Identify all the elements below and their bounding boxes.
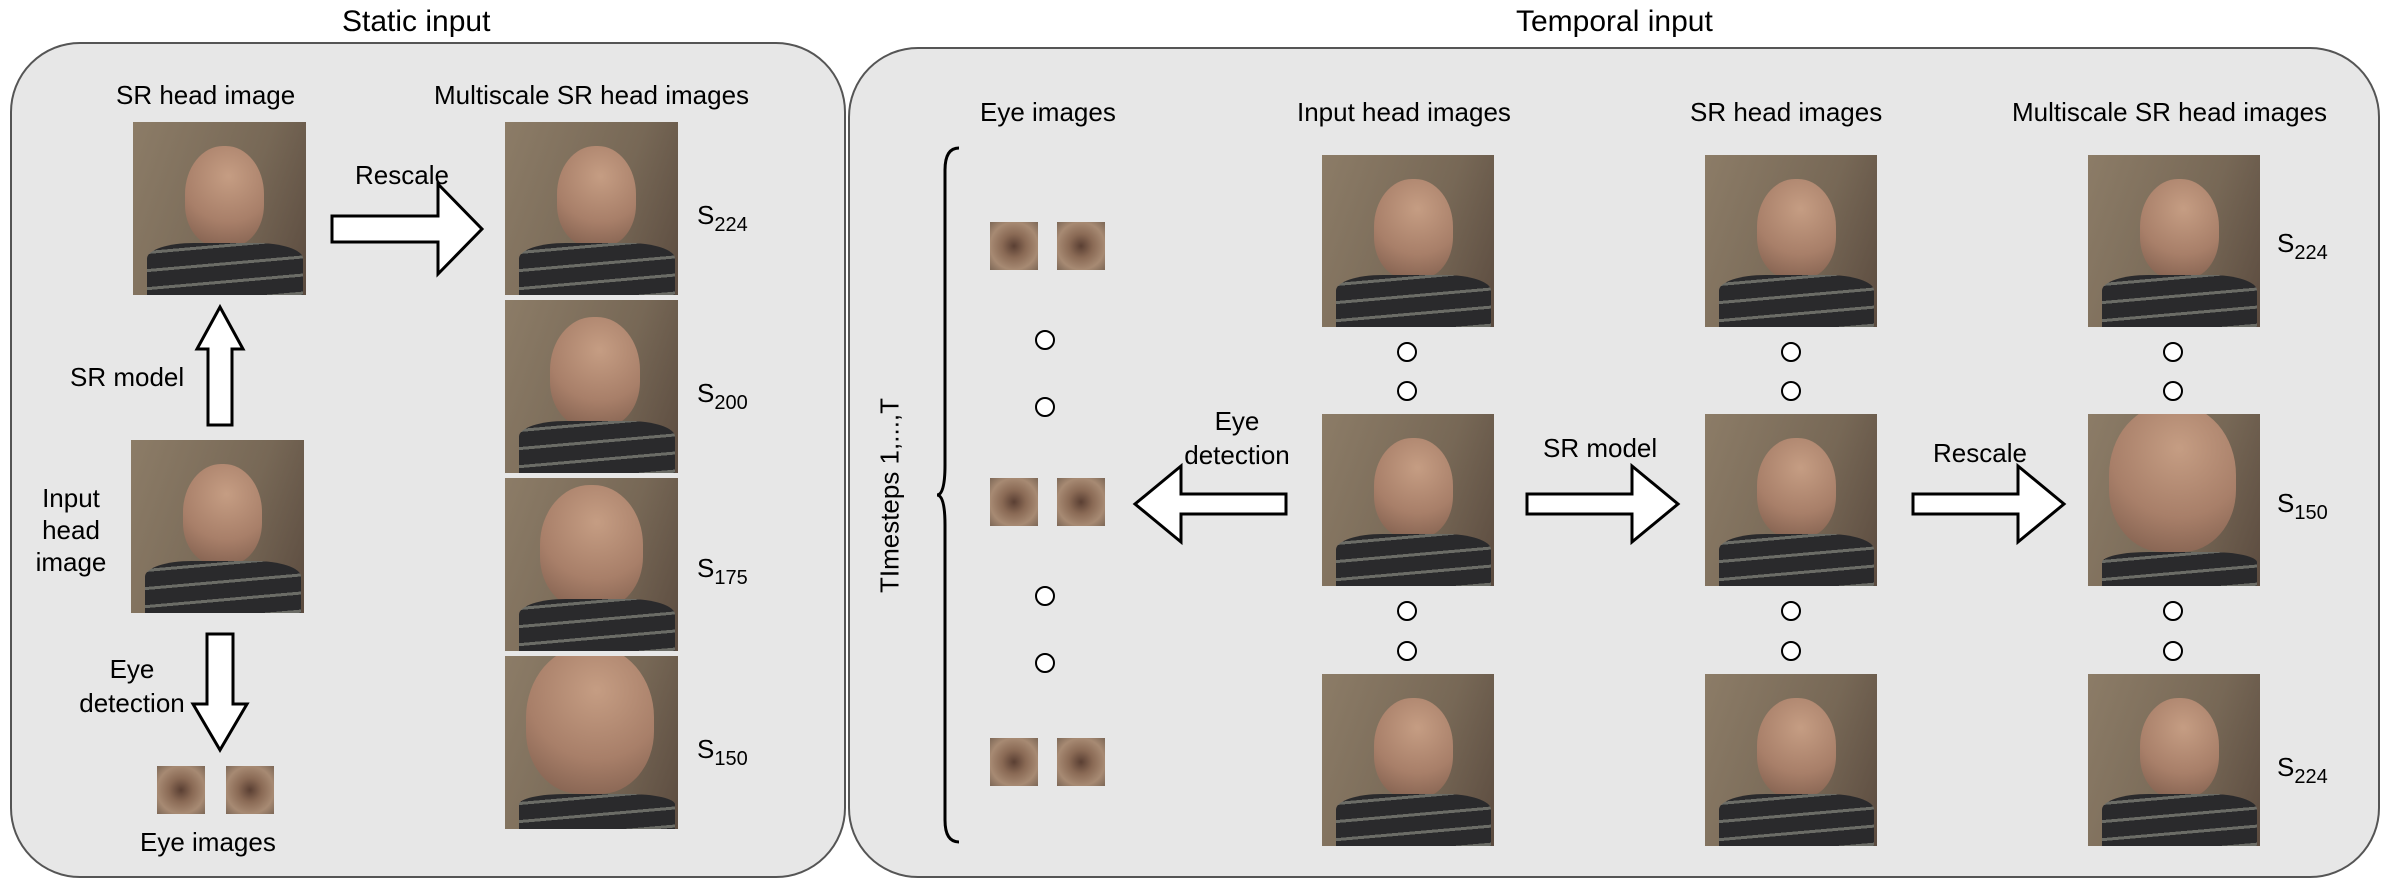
multiscale-sr-head-images-label: Multiscale SR head images (434, 80, 750, 110)
temporal-scale-label-1: S224 (2277, 228, 2328, 264)
temporal-multiscale-image-3 (2088, 674, 2260, 846)
temporal-eye-detection-label: Eye detection (1184, 406, 1290, 470)
temporal-multiscale-image-2 (2088, 414, 2260, 586)
scale-label-s200: S200 (697, 378, 748, 414)
sr-head-image (133, 122, 306, 295)
eye-detection-label: Eye detection (79, 654, 185, 718)
ellipsis-dot (1781, 381, 1801, 401)
temporal-sr-head-image-1 (1705, 155, 1877, 327)
temporal-input-head-image-2 (1322, 414, 1494, 586)
ellipsis-dot (1781, 601, 1801, 621)
static-input-title: Static input (342, 5, 491, 38)
temporal-eye-images-label: Eye images (980, 97, 1116, 127)
temporal-eye-image-1-left (990, 222, 1038, 270)
temporal-scale-label-3: S224 (2277, 752, 2328, 788)
temporal-eye-image-1-right (1057, 222, 1105, 270)
temporal-sr-model-arrow (1525, 462, 1681, 546)
ellipsis-dot (1781, 342, 1801, 362)
temporal-rescale-arrow (1911, 462, 2067, 546)
rescale-arrow (330, 180, 485, 278)
temporal-sr-model-label: SR model (1543, 433, 1658, 463)
temporal-rescale-label: Rescale (1933, 438, 2027, 468)
sr-model-arrow (194, 303, 246, 427)
temporal-eye-image-2-right (1057, 478, 1105, 526)
ellipsis-dot (1035, 397, 1055, 417)
ellipsis-dot (1397, 641, 1417, 661)
temporal-multiscale-label: Multiscale SR head images (2012, 97, 2328, 127)
rescale-label: Rescale (355, 160, 449, 190)
eye-image-right (226, 766, 274, 814)
temporal-sr-head-image-2 (1705, 414, 1877, 586)
temporal-multiscale-image-1 (2088, 155, 2260, 327)
scale-label-s175: S175 (697, 553, 748, 589)
scale-label-s224: S224 (697, 200, 748, 236)
ellipsis-dot (1397, 342, 1417, 362)
ellipsis-dot (2163, 601, 2183, 621)
ellipsis-dot (2163, 641, 2183, 661)
temporal-eye-image-3-right (1057, 738, 1105, 786)
multiscale-image-s200 (505, 300, 678, 473)
temporal-sr-head-images-label: SR head images (1690, 97, 1883, 127)
ellipsis-dot (1397, 601, 1417, 621)
input-head-image-label: Input head image (35, 483, 107, 577)
temporal-input-head-image-3 (1322, 674, 1494, 846)
ellipsis-dot (1397, 381, 1417, 401)
temporal-input-head-images-label: Input head images (1297, 97, 1511, 127)
ellipsis-dot (1035, 586, 1055, 606)
ellipsis-dot (2163, 342, 2183, 362)
ellipsis-dot (2163, 381, 2183, 401)
temporal-eye-image-3-left (990, 738, 1038, 786)
scale-label-s150: S150 (697, 734, 748, 770)
temporal-scale-label-2: S150 (2277, 488, 2328, 524)
eye-images-label: Eye images (140, 827, 276, 857)
eye-detection-arrow (190, 632, 250, 753)
temporal-input-title: Temporal input (1516, 5, 1713, 38)
ellipsis-dot (1035, 330, 1055, 350)
multiscale-image-s175 (505, 478, 678, 651)
temporal-sr-head-image-3 (1705, 674, 1877, 846)
sr-head-image-label: SR head image (116, 80, 296, 110)
sr-model-label: SR model (70, 362, 185, 392)
timesteps-label: TImesteps 1,...,T (874, 397, 905, 594)
ellipsis-dot (1781, 641, 1801, 661)
temporal-eye-image-2-left (990, 478, 1038, 526)
multiscale-image-s150 (505, 656, 678, 829)
temporal-input-head-image-1 (1322, 155, 1494, 327)
multiscale-image-s224 (505, 122, 678, 295)
temporal-eye-detection-arrow (1132, 462, 1288, 546)
eye-image-left (157, 766, 205, 814)
timesteps-brace (936, 146, 960, 844)
ellipsis-dot (1035, 653, 1055, 673)
input-head-image (131, 440, 304, 613)
